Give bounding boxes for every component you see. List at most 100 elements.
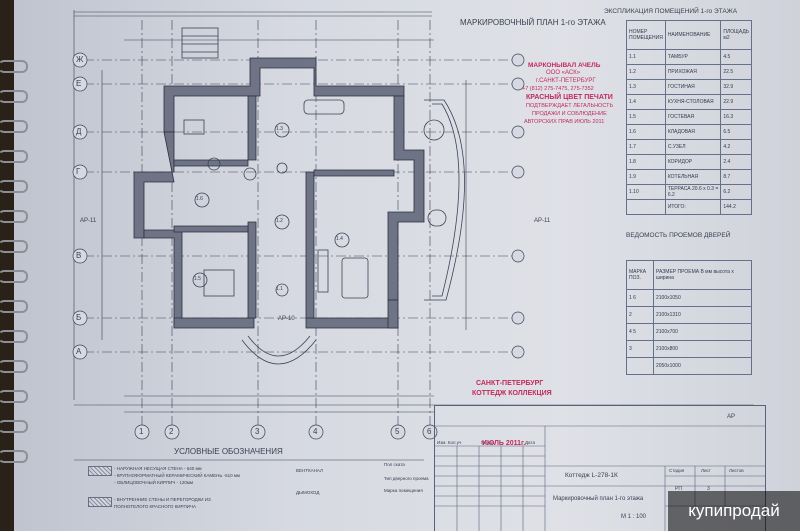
cell: 2100х1050 bbox=[653, 289, 752, 307]
cell: 4 5 bbox=[626, 323, 654, 341]
axis-label-a: А bbox=[76, 347, 82, 356]
room-mark-1-4: 1.4 bbox=[336, 236, 343, 242]
watermark-logo: купипродай bbox=[668, 491, 800, 531]
stamp-line-3: г.САНКТ-ПЕТЕРБУРГ bbox=[536, 78, 596, 84]
binder-ring bbox=[0, 330, 28, 343]
title-role-change: Изм. Кол.уч bbox=[437, 440, 462, 445]
axis-label-d: Д bbox=[76, 127, 82, 136]
stamp-line-8: АВТОРСКИХ ПРАВ ИЮЛЬ 2011 bbox=[524, 119, 605, 125]
axis-number-4: 4 bbox=[313, 427, 318, 436]
doors-table: МАРКА ПОЗ. РАЗМЕР ПРОЕМА В мм высота х ш… bbox=[626, 260, 752, 375]
binder-ring bbox=[0, 60, 28, 73]
cell: 22.9 bbox=[720, 94, 752, 110]
doors-header-mark: МАРКА ПОЗ. bbox=[626, 260, 654, 290]
title-block-grid bbox=[435, 425, 765, 531]
legend-item-1: - НАРУЖНАЯ НЕСУЩАЯ СТЕНА - 640 мм bbox=[114, 466, 202, 471]
axis-number-6: 6 bbox=[427, 427, 432, 436]
explication-header-name: НАИМЕНОВАНИЕ bbox=[664, 20, 722, 50]
cell: 1 6 bbox=[626, 289, 654, 307]
stage-header: Стадия bbox=[669, 468, 685, 473]
explication-header-row: НОМЕР ПОМЕЩЕНИЯ НАИМЕНОВАНИЕ ПЛОЩАДЬ м2 bbox=[626, 20, 752, 50]
cell: 1.2 bbox=[626, 64, 666, 80]
cell: 32.9 bbox=[720, 79, 752, 95]
binder-ring bbox=[0, 180, 28, 193]
cell: 16.3 bbox=[720, 109, 752, 125]
cell: 1.6 bbox=[626, 124, 666, 140]
cell: 1.1 bbox=[626, 49, 666, 65]
cell: ПРИХОЖАЯ bbox=[664, 64, 722, 80]
binder-ring bbox=[0, 420, 28, 433]
axis-number-5: 5 bbox=[395, 427, 400, 436]
legend-item-4: - ВНУТРЕННИЕ СТЕНЫ И ПЕРЕГОРОДКИ ИЗ bbox=[114, 497, 211, 502]
section-mark-left: АР-11 bbox=[80, 218, 97, 224]
cell: КОРИДОР bbox=[664, 154, 722, 170]
title-block: Изм. Кол.уч № док. Дата Коттедж L-278-1К… bbox=[434, 405, 766, 531]
legend-symbol-room-mark: Марка помещения bbox=[384, 488, 423, 493]
cell: 2 bbox=[626, 306, 654, 324]
legend-item-3: - ОБЛИЦОВОЧНЫЙ КИРПИЧ - 120мм bbox=[114, 480, 194, 485]
stage-value: РП bbox=[675, 486, 682, 492]
binder-ring bbox=[0, 390, 28, 403]
cell bbox=[626, 357, 654, 375]
room-mark-1-5: 1.5 bbox=[194, 276, 201, 282]
cell: 1.10 bbox=[626, 184, 666, 200]
plan-title: МАРКИРОВОЧНЫЙ ПЛАН 1-го ЭТАЖА bbox=[460, 18, 606, 27]
doors-header-size: РАЗМЕР ПРОЕМА В мм высота х ширина bbox=[653, 260, 752, 290]
legend-symbol-chimney: ДЫМОХОД bbox=[296, 490, 320, 495]
binder-ring bbox=[0, 120, 28, 133]
legend-symbol-door-type: Тип дверного проема bbox=[384, 476, 429, 481]
cell: С.УЗЕЛ bbox=[664, 139, 722, 155]
binder-ring bbox=[0, 240, 28, 253]
bottom-stamp-line-1: САНКТ-ПЕТЕРБУРГ bbox=[476, 380, 544, 387]
cell: 22.5 bbox=[720, 64, 752, 80]
binder-ring bbox=[0, 210, 28, 223]
axis-number-2: 2 bbox=[169, 427, 174, 436]
cell: 1.8 bbox=[626, 154, 666, 170]
stamp-line-1: МАРКОНЫВАЛ АЧЕЛЬ bbox=[528, 62, 601, 69]
cell: 1.9 bbox=[626, 169, 666, 185]
cell: 4.2 bbox=[720, 139, 752, 155]
binder-ring bbox=[0, 150, 28, 163]
doors-title: ВЕДОМОСТЬ ПРОЕМОВ ДВЕРЕЙ bbox=[626, 232, 731, 239]
explication-header-number: НОМЕР ПОМЕЩЕНИЯ bbox=[626, 20, 666, 50]
bottom-stamp-line-2: КОТТЕДЖ КОЛЛЕКЦИЯ bbox=[472, 390, 552, 397]
cell: 2050х1000 bbox=[653, 357, 752, 375]
cell: КОТЕЛЬНАЯ bbox=[664, 169, 722, 185]
explication-table: НОМЕР ПОМЕЩЕНИЯ НАИМЕНОВАНИЕ ПЛОЩАДЬ м2 … bbox=[626, 20, 752, 215]
cell: 6.5 bbox=[720, 124, 752, 140]
cell: 2100х1310 bbox=[653, 306, 752, 324]
stamp-line-6: ПОДТВЕРЖДАЕТ ЛЕГАЛЬНОСТЬ bbox=[526, 103, 614, 109]
cell: КЛАДОВАЯ bbox=[664, 124, 722, 140]
stamp-line-4: +7 (812) 275-7475, 275-7352 bbox=[522, 86, 594, 92]
legend-item-5: ПОЛНОТЕЛОГО КРАСНОГО КИРПИЧА bbox=[114, 504, 197, 509]
section-mark-right: АР-11 bbox=[534, 218, 551, 224]
sheet-header: Лист bbox=[701, 468, 711, 473]
sheet-value: 3 bbox=[707, 486, 710, 492]
stamp-line-5: КРАСНЫЙ ЦВЕТ ПЕЧАТИ bbox=[526, 94, 613, 101]
section-mark-bottom: АР-10 bbox=[278, 316, 295, 322]
sheets-header: Листов bbox=[729, 468, 744, 473]
cell: КУХНЯ-СТОЛОВАЯ bbox=[664, 94, 722, 110]
cell: 6.2 bbox=[720, 184, 752, 200]
legend-swatch-outer-wall bbox=[88, 466, 112, 476]
axis-label-v: В bbox=[76, 251, 82, 260]
binder-ring bbox=[0, 360, 28, 373]
cell: 4.5 bbox=[720, 49, 752, 65]
axis-label-zh: Ж bbox=[76, 55, 84, 64]
binder-ring bbox=[0, 450, 28, 463]
floor-plan bbox=[72, 10, 754, 461]
table-row: ИТОГО:144.2 bbox=[626, 199, 752, 215]
cell: 8.7 bbox=[720, 169, 752, 185]
cell: ИТОГО: bbox=[664, 199, 722, 215]
cell: 2100х800 bbox=[653, 340, 752, 358]
cell: 144.2 bbox=[720, 199, 752, 215]
cell: 1.5 bbox=[626, 109, 666, 125]
